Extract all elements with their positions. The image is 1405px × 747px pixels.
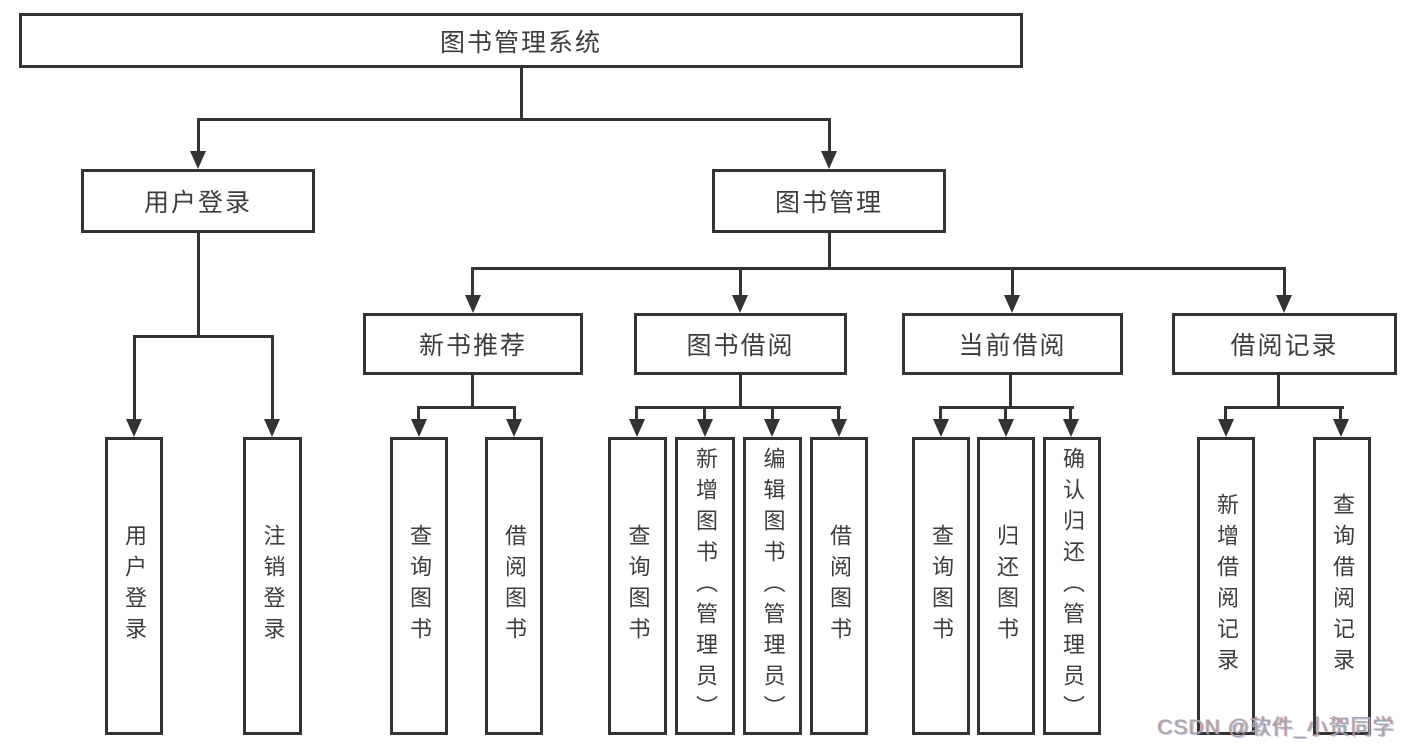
node-label: 归还图书 — [994, 524, 1019, 648]
arrow-down-icon — [1004, 295, 1020, 313]
node-borrow-books-leaf: 借阅图书 — [810, 437, 868, 735]
node-label: 当前借阅 — [958, 332, 1067, 360]
connector-line — [1011, 267, 1014, 297]
node-label: 注销登录 — [260, 524, 286, 648]
node-new-book-recommend: 新书推荐 — [363, 313, 583, 375]
connector-line — [1009, 375, 1012, 408]
arrow-down-icon — [629, 419, 645, 437]
node-query-books-recommend: 查询图书 — [390, 437, 448, 735]
node-book-borrow: 图书借阅 — [634, 313, 847, 375]
node-label: 借阅图书 — [502, 524, 527, 648]
node-label: 图书借阅 — [686, 332, 795, 360]
connector-line — [635, 406, 841, 409]
node-label: 查询图书 — [929, 524, 954, 648]
node-add-borrow-record: 新增借阅记录 — [1197, 437, 1255, 735]
connector-line — [771, 406, 774, 421]
connector-line — [1224, 406, 1344, 409]
node-query-books-current: 查询图书 — [912, 437, 970, 735]
node-logout: 注销登录 — [243, 437, 302, 735]
arrow-down-icon — [126, 419, 142, 437]
arrow-down-icon — [1276, 295, 1292, 313]
arrow-down-icon — [264, 419, 280, 437]
node-label: 查询借阅记录 — [1330, 493, 1355, 679]
arrow-down-icon — [1333, 419, 1349, 437]
node-label: 用户登录 — [143, 189, 252, 217]
connector-line — [417, 406, 420, 421]
connector-line — [828, 233, 831, 269]
connector-line — [1283, 267, 1286, 297]
node-label: 新书推荐 — [418, 332, 527, 360]
node-user-login-leaf: 用户登录 — [105, 437, 163, 735]
connector-line — [513, 406, 516, 421]
arrow-down-icon — [190, 151, 206, 169]
connector-line — [828, 118, 831, 154]
connector-line — [1339, 406, 1342, 421]
connector-line — [939, 406, 942, 421]
node-user-login: 用户登录 — [81, 169, 315, 233]
connector-line — [471, 267, 1286, 270]
connector-line — [271, 335, 274, 421]
connector-line — [1224, 406, 1227, 421]
connector-line — [1277, 375, 1280, 408]
node-label: 新增借阅记录 — [1214, 493, 1239, 679]
node-current-borrow: 当前借阅 — [902, 313, 1123, 375]
node-label: 用户登录 — [122, 524, 147, 648]
node-book-management: 图书管理 — [712, 169, 946, 233]
connector-line — [739, 375, 742, 408]
connector-line — [417, 406, 516, 409]
node-label: 图书管理系统 — [439, 28, 602, 57]
connector-line — [1004, 406, 1007, 421]
connector-line — [133, 335, 274, 338]
arrow-down-icon — [411, 419, 427, 437]
arrow-down-icon — [764, 419, 780, 437]
node-return-books: 归还图书 — [977, 437, 1035, 735]
node-borrow-books-recommend: 借阅图书 — [485, 437, 543, 735]
node-library-management-system: 图书管理系统 — [19, 13, 1023, 68]
watermark: CSDN @软件_小贺同学 — [1157, 716, 1395, 739]
connector-line — [703, 406, 706, 421]
node-label: 图书管理 — [774, 189, 883, 217]
node-confirm-return-admin: 确认归还（管理员） — [1043, 437, 1101, 735]
node-label: 新增图书（管理员） — [693, 446, 718, 726]
connector-line — [471, 267, 474, 297]
connector-line — [471, 375, 474, 408]
connector-line — [197, 118, 831, 121]
arrow-down-icon — [465, 295, 481, 313]
arrow-down-icon — [998, 419, 1014, 437]
node-label: 确认归还（管理员） — [1060, 446, 1085, 726]
arrow-down-icon — [933, 419, 949, 437]
node-edit-book-admin: 编辑图书（管理员） — [743, 437, 802, 735]
arrow-down-icon — [821, 151, 837, 169]
arrow-down-icon — [506, 419, 522, 437]
arrow-down-icon — [1063, 419, 1079, 437]
node-query-books-borrow: 查询图书 — [608, 437, 667, 735]
connector-line — [837, 406, 840, 421]
connector-line — [635, 406, 638, 421]
connector-line — [520, 66, 523, 120]
node-query-borrow-record: 查询借阅记录 — [1313, 437, 1371, 735]
connector-line — [1069, 406, 1072, 421]
connector-line — [739, 267, 742, 297]
connector-line — [197, 233, 200, 337]
node-borrow-records: 借阅记录 — [1172, 313, 1397, 375]
arrow-down-icon — [732, 295, 748, 313]
node-add-book-admin: 新增图书（管理员） — [675, 437, 735, 735]
arrow-down-icon — [697, 419, 713, 437]
connector-line — [197, 118, 200, 154]
node-label: 借阅图书 — [827, 524, 852, 648]
arrow-down-icon — [1218, 419, 1234, 437]
node-label: 查询图书 — [407, 524, 432, 648]
node-label: 借阅记录 — [1230, 332, 1339, 360]
node-label: 查询图书 — [625, 524, 651, 648]
arrow-down-icon — [831, 419, 847, 437]
node-label: 编辑图书（管理员） — [760, 446, 786, 726]
connector-line — [133, 335, 136, 421]
